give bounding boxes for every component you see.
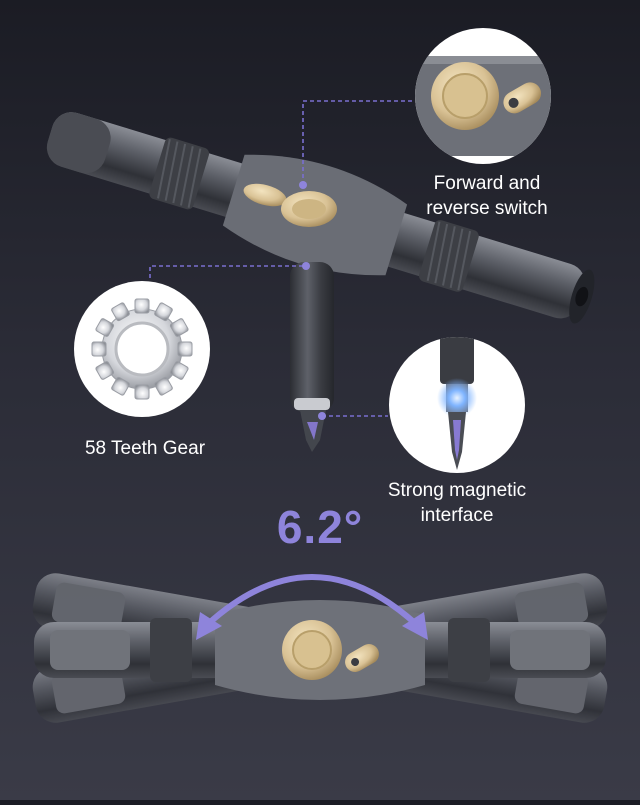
callout-dot-switch xyxy=(299,181,307,189)
callout-dot-magnet xyxy=(318,412,326,420)
vertical-shaft xyxy=(290,262,334,412)
knurled-grip-right xyxy=(419,220,479,292)
direction-switch-icon xyxy=(345,644,379,672)
magnet-detail-circle xyxy=(389,337,525,473)
angle-demonstration-tool xyxy=(32,573,608,723)
magnet-caption-line2: interface xyxy=(420,505,494,526)
gear-ring-icon xyxy=(91,298,193,400)
magnet-caption-line1: Strong magnetic xyxy=(387,480,527,501)
switch-detail-circle xyxy=(415,28,551,164)
switch-caption: Forward and reverse switch xyxy=(402,171,572,221)
straight-handle xyxy=(34,600,606,700)
gear-caption: 58 Teeth Gear xyxy=(84,438,206,459)
callout-lines xyxy=(149,100,413,417)
magnet-caption: Strong magnetic interface xyxy=(362,478,552,528)
gear-detail-circle xyxy=(74,281,210,417)
curved-double-arrow-icon xyxy=(196,574,428,640)
direction-switch-icon xyxy=(243,183,287,207)
hex-socket xyxy=(575,286,589,307)
knurled-grip-left xyxy=(149,137,210,210)
callout-line-switch xyxy=(302,100,413,185)
magnetic-bit-icon xyxy=(437,337,477,470)
angle-value: 6.2° xyxy=(276,501,364,553)
t-handle-screwdriver xyxy=(46,112,595,452)
switch-caption-line1: Forward and xyxy=(433,173,541,194)
callout-dot-gear xyxy=(302,262,310,270)
callout-line-gear xyxy=(149,265,305,278)
switch-caption-line2: reverse switch xyxy=(426,198,548,219)
direction-switch-icon xyxy=(503,82,542,114)
